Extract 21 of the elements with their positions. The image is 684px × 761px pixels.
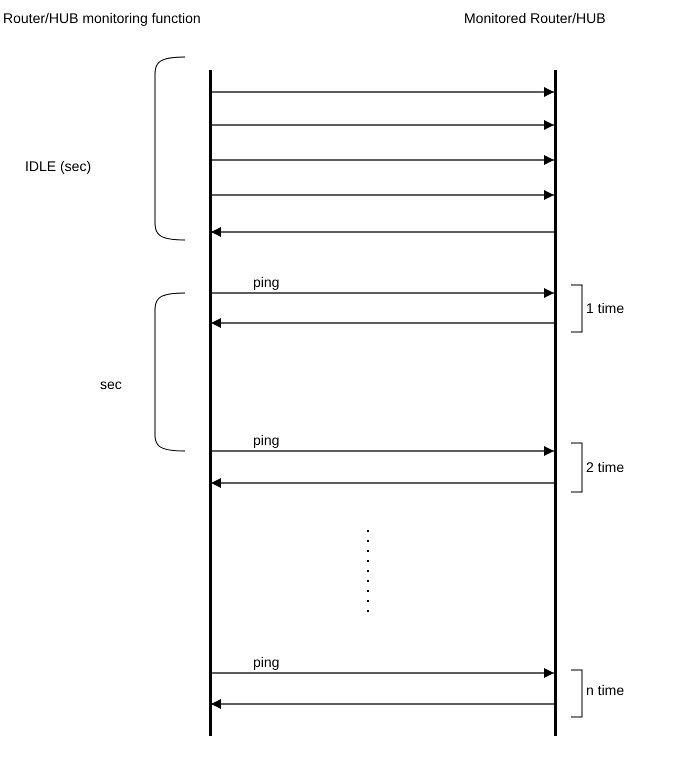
lifeline-header: Monitored Router/HUB: [464, 10, 606, 26]
edge-label: ping: [251, 432, 282, 448]
arrow: [211, 288, 554, 298]
arrow: [211, 120, 554, 130]
arrow: [211, 87, 554, 97]
arrow: [211, 318, 554, 328]
arrow: [211, 699, 554, 709]
lifeline-header: Router/HUB monitoring function: [3, 10, 201, 26]
arrow: [211, 190, 554, 200]
arrow: [211, 155, 554, 165]
edge-label: ping: [251, 654, 282, 670]
annotation: 2 time: [586, 459, 624, 475]
annotation: 1 time: [586, 300, 624, 316]
arrow: [211, 227, 554, 237]
arrow: [211, 446, 554, 456]
edge-label: ping: [251, 274, 282, 290]
arrow: [211, 668, 554, 678]
annotation: IDLE (sec): [25, 158, 92, 174]
arrow: [211, 478, 554, 488]
annotation: n time: [586, 682, 624, 698]
annotation: sec: [100, 376, 122, 392]
